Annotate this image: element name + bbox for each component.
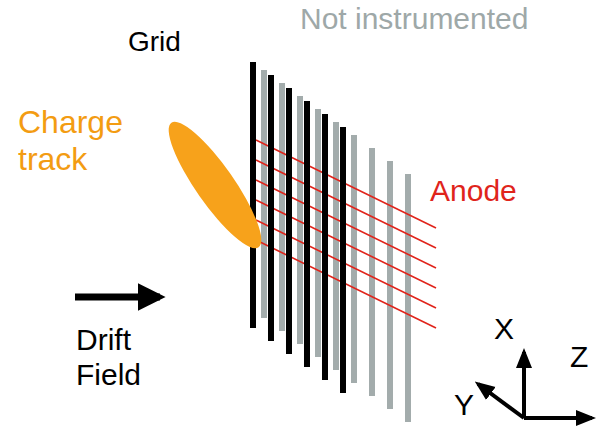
grid-label: Grid	[128, 26, 218, 58]
grid-planes	[253, 62, 343, 393]
field-label: Drift Field	[76, 323, 176, 392]
axis-label: Y	[454, 388, 484, 423]
track-label: Charge track	[18, 104, 138, 178]
anode-label: Anode	[430, 174, 560, 209]
uninstrumented-planes	[264, 70, 408, 422]
axis-label: Z	[570, 340, 600, 375]
region-label: Not instrumented	[300, 2, 600, 37]
charge-track	[156, 112, 274, 258]
drift-arrow	[75, 294, 160, 301]
axis-label: X	[494, 312, 524, 347]
